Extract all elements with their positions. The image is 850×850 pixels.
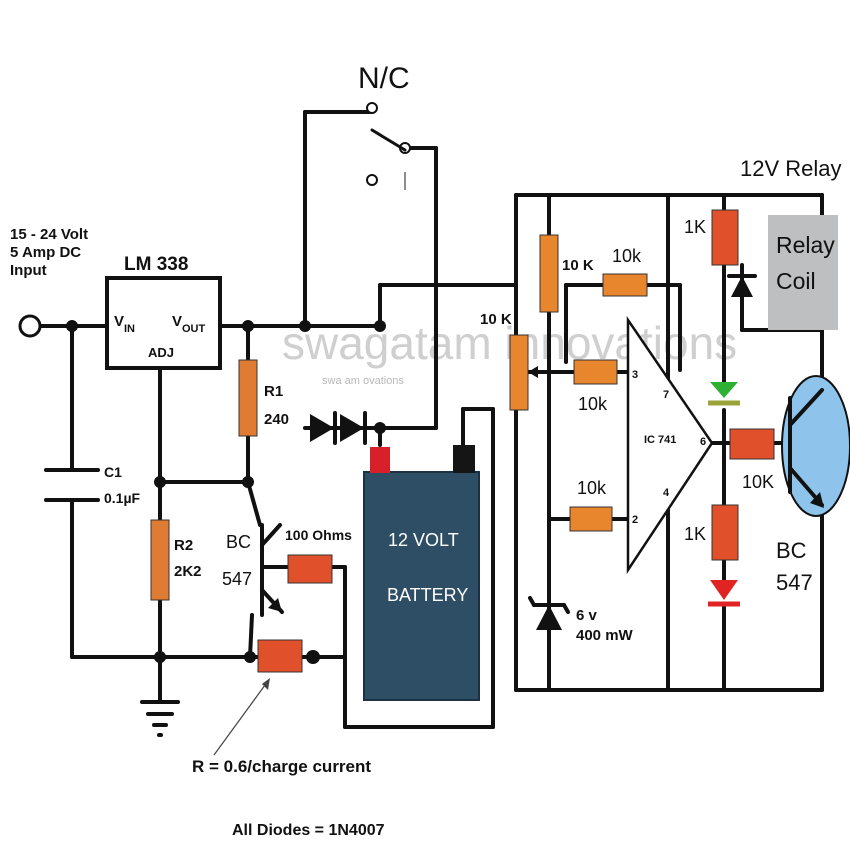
resistor-10k-pin2 xyxy=(569,506,613,532)
pin3-label: 3 xyxy=(632,369,638,381)
vin-sub: IN xyxy=(124,323,135,335)
r1-label: R1 xyxy=(264,383,283,400)
battery-label-1: 12 VOLT xyxy=(388,530,459,550)
res-1k-bottom-label: 1K xyxy=(684,524,706,544)
r100-label: 100 Ohms xyxy=(285,527,352,543)
relay-coil-label-1: Relay xyxy=(776,232,835,258)
pin4-label: 4 xyxy=(663,487,670,499)
led-green xyxy=(708,382,740,406)
pin6-label: 6 xyxy=(700,436,706,448)
ground-icon xyxy=(140,700,180,737)
battery-positive-terminal xyxy=(370,447,390,473)
c1-value: 0.1µF xyxy=(104,490,141,506)
diodes-note: All Diodes = 1N4007 xyxy=(232,822,385,839)
resistor-1k-top xyxy=(711,209,739,266)
bc547-left-label: BC xyxy=(226,532,251,552)
res-10k-base-label: 10K xyxy=(742,472,774,492)
battery-negative-terminal xyxy=(453,445,475,473)
ic-label: IC 741 xyxy=(644,434,676,446)
adj-label: ADJ xyxy=(148,345,174,360)
flyback-diode xyxy=(727,274,757,297)
battery-12v xyxy=(363,445,480,701)
pot-top-label: 10 K xyxy=(562,257,594,274)
zener-value: 400 mW xyxy=(576,627,634,644)
vout-sub: OUT xyxy=(182,323,206,335)
input-label-3: Input xyxy=(10,262,47,279)
lm338-regulator xyxy=(105,276,222,370)
pot-wiper-arrow xyxy=(528,366,538,378)
resistor-r2 xyxy=(150,519,170,601)
watermark-small: swa am ovations xyxy=(322,375,404,387)
relay-coil xyxy=(768,215,838,330)
input-label-2: 5 Amp DC xyxy=(10,244,81,261)
bc547-right-label: BC xyxy=(776,538,807,563)
r2-label: R2 xyxy=(174,537,193,554)
capacitor-c1 xyxy=(44,468,100,502)
led-red xyxy=(708,580,740,607)
res-10k-3-label: 10k xyxy=(577,478,607,498)
pot-mid-label: 10 K xyxy=(480,311,512,328)
junction-dots xyxy=(66,320,386,663)
transistor-bc547-right xyxy=(781,375,850,517)
opamp-ic741 xyxy=(626,315,714,575)
series-diodes xyxy=(310,411,367,445)
resistor-1k-bottom xyxy=(711,504,739,561)
transistor-bc547-left xyxy=(260,523,284,617)
pin2-label: 2 xyxy=(632,514,638,526)
relay-title: 12V Relay xyxy=(740,156,842,181)
resistor-10k-feedback xyxy=(602,273,648,297)
bc547-left-value: 547 xyxy=(222,569,252,589)
input-terminal xyxy=(18,314,42,338)
battery-label-2: BATTERY xyxy=(387,585,468,605)
vout-label: V xyxy=(172,313,182,330)
res-10k-1-label: 10k xyxy=(612,246,642,266)
zener-diode xyxy=(528,596,570,692)
lm338-label: LM 338 xyxy=(124,254,188,275)
potentiometer-mid xyxy=(509,334,529,411)
resistor-100-ohms xyxy=(287,554,333,584)
formula-label: R = 0.6/charge current xyxy=(192,757,371,776)
r2-value: 2K2 xyxy=(174,563,202,580)
resistor-r1 xyxy=(238,359,258,437)
zener-label: 6 v xyxy=(576,607,598,624)
input-label-1: 15 - 24 Volt xyxy=(10,226,88,243)
relay-switch xyxy=(366,102,411,190)
res-10k-2-label: 10k xyxy=(578,394,608,414)
resistor-10k-base xyxy=(729,428,775,460)
potentiometer-top xyxy=(539,234,559,313)
r1-value: 240 xyxy=(264,411,289,428)
vin-label: V xyxy=(114,313,124,330)
formula-arrow xyxy=(213,678,270,756)
pin7-label: 7 xyxy=(663,389,669,401)
resistor-10k-pin3 xyxy=(573,359,618,385)
relay-coil-label-2: Coil xyxy=(776,268,816,294)
c1-label: C1 xyxy=(104,464,122,480)
nc-label: N/C xyxy=(358,62,410,95)
res-1k-top-label: 1K xyxy=(684,217,706,237)
bc547-right-value: 547 xyxy=(776,570,813,595)
resistor-sense xyxy=(257,639,303,673)
